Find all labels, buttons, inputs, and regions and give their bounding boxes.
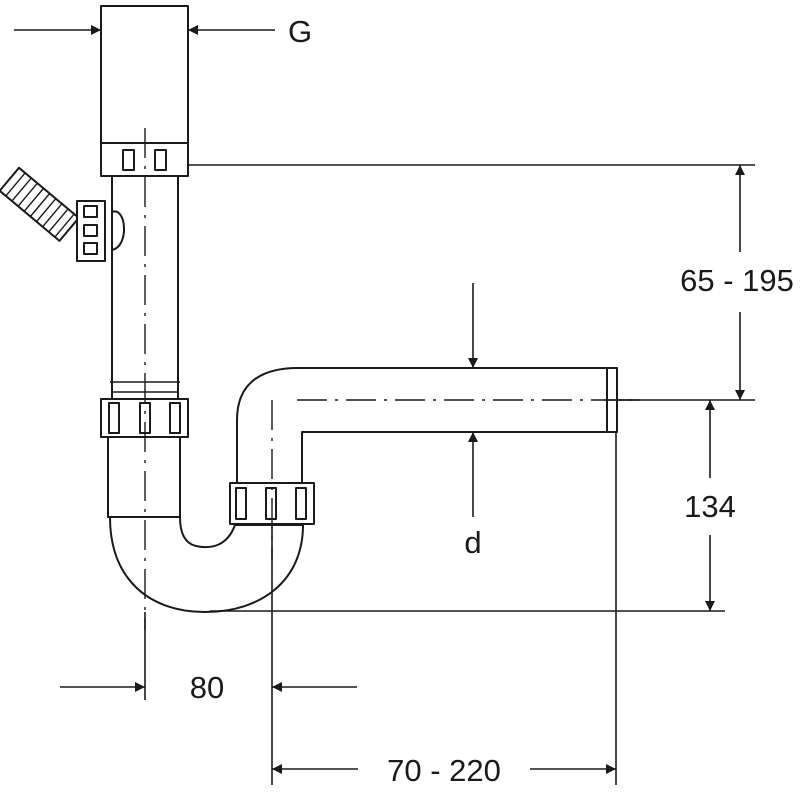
dimension-offset-label: 80 — [190, 670, 224, 705]
dimension-offset: 80 — [60, 670, 357, 705]
dimension-height-range: 65 - 195 — [680, 165, 794, 400]
dimension-height-range-label: 65 - 195 — [680, 263, 794, 298]
dimension-trap-height: 134 — [684, 400, 736, 611]
dimension-outlet-range: 70 - 220 — [272, 753, 616, 788]
dimension-outlet-range-label: 70 - 220 — [387, 753, 501, 788]
u-bend — [107, 436, 304, 613]
dimension-g-label: G — [288, 14, 312, 49]
outlet-pipe — [236, 367, 618, 486]
dimension-diameter: d — [464, 283, 482, 560]
dimension-trap-height-label: 134 — [684, 489, 736, 524]
dimension-diameter-label: d — [464, 525, 481, 560]
hose-connector — [0, 166, 126, 262]
dimension-g: G — [14, 14, 312, 49]
extension-lines — [100, 6, 755, 785]
